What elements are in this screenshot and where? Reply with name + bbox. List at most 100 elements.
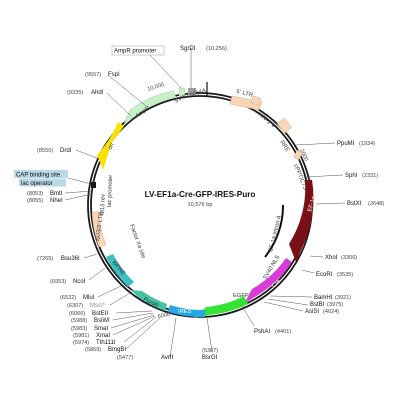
lacop-box [19,178,66,187]
svg-text:(5988): (5988) [71,318,87,324]
puror-feature [131,290,167,311]
egfp-label: EGFP [233,293,249,299]
plasmid-size: 10,576 bp [188,202,213,208]
m13rev-feature [91,182,96,188]
site-msci: (6307) MscI* [67,292,131,309]
svg-text:Tth111I: Tth111I [96,340,116,346]
svg-text:BmtI: BmtI [50,191,63,197]
svg-text:(3975): (3975) [327,302,343,308]
cap-box [14,170,68,178]
svg-text:(8055): (8055) [27,198,43,204]
egfp-feature [194,296,248,318]
intron-feature [264,204,285,258]
svg-text:XhoI: XhoI [325,255,338,261]
ampr-feature [123,90,177,124]
ltr5-label: 5' LTR [236,89,254,99]
m13rev-label: M13 rev [100,194,107,215]
svg-text:AvrII: AvrII [161,355,174,361]
ori-feature [97,122,124,170]
svg-text:(2648): (2648) [368,201,384,207]
site-bsrgi: BsrGI (5307) [202,317,218,361]
svg-text:BsrGI: BsrGI [202,355,218,361]
ires-label: IRES [178,309,192,315]
site-sphi: SphI (2331) [305,173,378,179]
svg-text:(10,256): (10,256) [206,46,227,52]
svg-text:BmgBI: BmgBI [108,347,126,353]
tick-2000: 2000 [298,148,309,162]
svg-text:(1934): (1934) [359,141,375,147]
svg-text:(4401): (4401) [275,329,291,335]
site-avrii: (5477) AvrII [117,317,177,361]
svg-text:(6953): (6953) [50,279,66,285]
site-nhei: (8055) NheI [27,193,93,204]
svg-text:FspI: FspI [108,72,120,78]
site-xmai: (5981) XmaI [73,315,156,339]
site-sgrdi: SgrDI (10,256) [180,46,227,88]
lacprom-label: lac promoter [107,175,114,207]
svg-text:NheI: NheI [50,198,63,204]
ires-feature [168,305,205,318]
cap-label: CAP binding site [16,172,61,178]
ltr3-label: ΔU3/3' LTR [95,211,105,241]
svg-text:BstEII: BstEII [92,311,108,317]
ltr3-feature [91,211,107,248]
svg-text:PpuMI: PpuMI [337,141,355,147]
svg-text:(5869): (5869) [85,347,101,353]
svg-text:(5307): (5307) [202,348,218,354]
svg-text:AhdI: AhdI [91,90,104,96]
svg-text:BamHI: BamHI [314,295,333,301]
svg-text:(6307): (6307) [67,303,83,309]
site-ppumi: PpuMI (1934) [295,141,375,147]
svg-text:(6066): (6066) [69,311,85,317]
site-pshai: PshAI (4401) [241,305,291,335]
svg-text:(3921): (3921) [335,295,351,301]
cppt-feature [293,149,303,161]
site-bstxi: BstXI (2648) [315,201,384,207]
factorxa-label: Factor Xa site [128,224,146,260]
tick-10000: 10,000 [147,82,165,93]
svg-text:(6532): (6532) [60,295,76,301]
svg-text:(8550): (8550) [37,148,53,154]
svg-text:AsiSI: AsiSI [305,309,319,315]
svg-text:(2331): (2331) [362,173,378,179]
ampr-promoter-feature [178,87,186,97]
svg-text:(5974): (5974) [73,340,89,346]
plasmid-title: LV-EF1a-Cre-GFP-IRES-Puro [145,190,256,199]
tick-6000: 6000 [157,312,170,320]
svg-text:MscI*: MscI* [90,303,106,309]
hiv-psi-feature [250,95,262,106]
site-xhoi: XhoI (3306) [309,255,357,261]
svg-text:(5981): (5981) [73,333,89,339]
svg-text:XmaI: XmaI [96,333,110,339]
site-asisi: AsiSI (4024) [263,301,339,315]
ampr-promoter-label: AmpR promoter [114,49,156,55]
site-bsiwi: (5988) BsiWI [71,312,154,324]
svg-text:(5477): (5477) [117,355,133,361]
svg-text:SmaI: SmaI [94,326,108,332]
svg-text:(5983): (5983) [71,326,87,332]
svg-text:BstXI: BstXI [347,201,362,207]
site-mlui: (6532) MluI [60,285,122,301]
site-ecori: EcoRI (3535) [301,269,353,278]
ef1a-promoter-feature [289,180,314,262]
svg-text:(8053): (8053) [27,191,43,197]
lacop-label: lac operator [21,181,53,187]
svg-text:(4024): (4024) [323,309,339,315]
site-smai: (5983) SmaI [71,314,155,332]
svg-text:Bsu36I: Bsu36I [61,256,80,262]
rre-feature [276,117,292,134]
site-tth111i: (5974) Tth111I [73,316,157,346]
svg-text:SphI: SphI [345,173,358,179]
site-fspi: (9557) FspI [85,72,147,107]
svg-text:PshAI: PshAI [254,329,270,335]
sv40pa-feature [188,88,196,95]
svg-text:BsiWI: BsiWI [94,318,110,324]
site-bamhi: BamHI (3921) [269,295,351,301]
svg-text:5' LTR: 5' LTR [236,89,254,99]
ori-label: ori [107,142,115,151]
svg-text:(3306): (3306) [341,255,357,261]
site-bsteii: (6066) BstEII [69,310,153,317]
svg-text:(3535): (3535) [337,272,353,278]
site-bstbi: BstBI (3975) [267,298,343,308]
